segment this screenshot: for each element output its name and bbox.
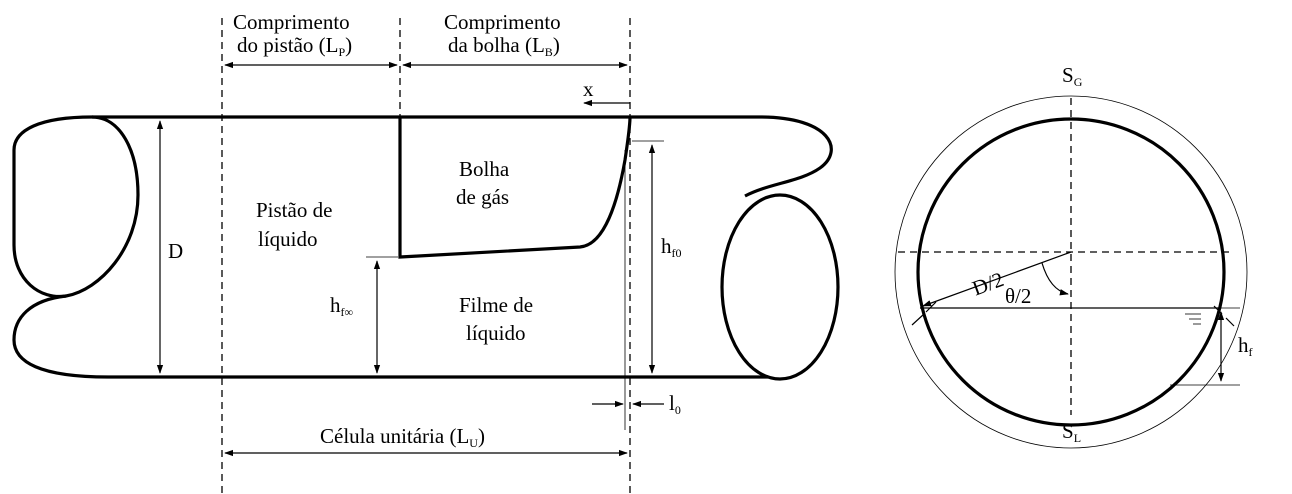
gas-bubble-label-1: Bolha bbox=[459, 157, 510, 181]
sg-label: SG bbox=[1062, 63, 1083, 89]
pipe-right-end-oval bbox=[720, 193, 840, 381]
gas-bubble-outline bbox=[398, 116, 632, 259]
unit-cell-label: Célula unitária (LU) bbox=[320, 424, 485, 450]
pipe-left-end bbox=[12, 115, 140, 299]
gas-bubble-label-2: de gás bbox=[456, 185, 509, 209]
theta-arc bbox=[1041, 262, 1069, 296]
hf-label: hf bbox=[1238, 333, 1253, 359]
film-thickness-tick-left-outer bbox=[911, 313, 925, 326]
liquid-film-label-1: Filme de bbox=[459, 293, 533, 317]
film-thickness-tick-right-outer bbox=[1225, 317, 1235, 327]
cross-section-inner-circle bbox=[916, 117, 1226, 427]
hfinf-label: hf∞ bbox=[330, 293, 353, 319]
piston-length-label-1: Comprimento bbox=[233, 10, 350, 34]
film-thickness-tick-left-inner bbox=[925, 301, 937, 313]
sl-label: SL bbox=[1062, 419, 1081, 445]
piston-length-label-2: do pistão (LP) bbox=[237, 33, 352, 59]
cross-section-outer-circle bbox=[894, 95, 1248, 449]
liquid-piston-label-1: Pistão de bbox=[256, 198, 332, 222]
pipe-left-lower-loop bbox=[12, 294, 109, 379]
liquid-film-label-2: líquido bbox=[466, 321, 526, 345]
diameter-label: D bbox=[168, 239, 183, 263]
x-axis-label: x bbox=[583, 77, 594, 101]
theta-half-label: θ/2 bbox=[1005, 284, 1031, 308]
pipe-top-wall bbox=[92, 115, 833, 198]
liquid-piston-label-2: líquido bbox=[258, 227, 318, 251]
l0-label: l0 bbox=[669, 391, 681, 417]
bubble-length-label-2: da bolha (LB) bbox=[448, 33, 560, 59]
bubble-length-label-1: Comprimento bbox=[444, 10, 561, 34]
half-diameter-radius bbox=[922, 251, 1072, 307]
half-diameter-label: D/2 bbox=[969, 267, 1007, 300]
hf0-label: hf0 bbox=[661, 234, 682, 260]
